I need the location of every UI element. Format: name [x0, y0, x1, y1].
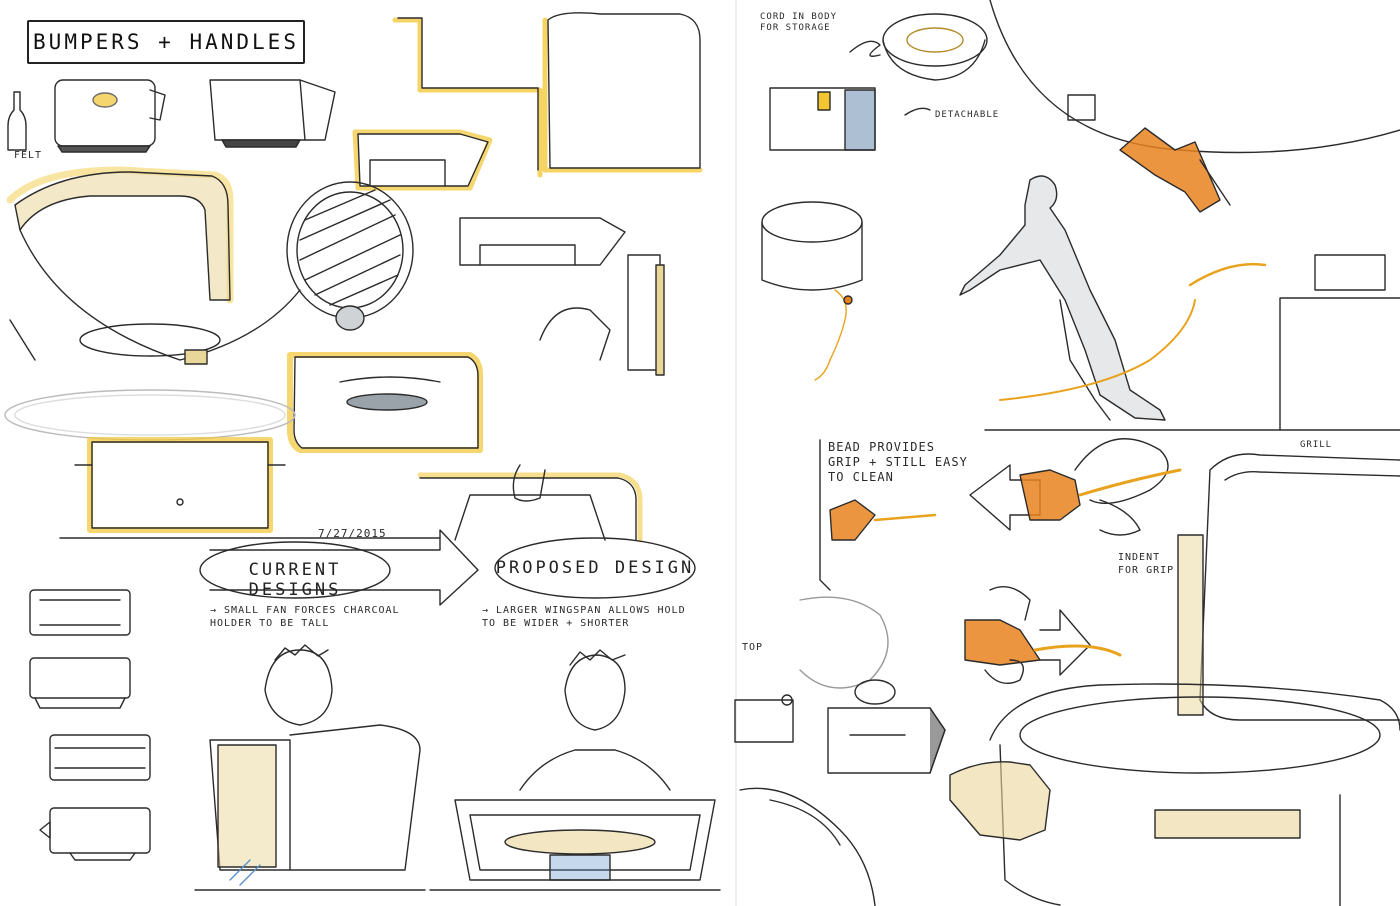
current-designs-label: CURRENT DESIGNS [248, 560, 342, 600]
plug-grip-detail-sketch [819, 438, 1182, 684]
bowl-cord-storage-sketch [849, 13, 988, 81]
grill-label: GRILL [1300, 440, 1333, 450]
frame-corner-sketch [392, 12, 703, 178]
person-behind-wide-grill-sketch [429, 649, 721, 891]
person-behind-tall-grill-sketch [194, 644, 426, 891]
handle-box-sketch [352, 129, 493, 191]
grill-handle-closeup-sketch [739, 787, 876, 906]
date-label: 7/27/2015 [318, 527, 387, 540]
cord-storage-label: CORD IN BODY FOR STORAGE [760, 12, 838, 34]
grill-angled-view-sketch [209, 79, 336, 148]
flat-tray-sketch [4, 389, 296, 441]
wall-outlet-sketch [989, 0, 1400, 213]
round-grill-top-view-sketch [286, 181, 414, 331]
grill-side-view-sketch [54, 79, 166, 153]
indent-grip-label: INDENT FOR GRIP [1118, 552, 1175, 576]
round-grill-perspective-sketch [949, 683, 1400, 906]
bead-grip-note: BEAD PROVIDES GRIP + STILL EASY TO CLEAN [828, 440, 968, 484]
title-box: BUMPERS + HANDLES [27, 20, 305, 64]
grill-corner-grip-sketch [1177, 453, 1400, 721]
side-column-sketch [627, 254, 665, 376]
cylinder-grill-sketch [761, 201, 863, 381]
proposed-design-label: PROPOSED DESIGN [495, 558, 695, 578]
current-design-note: → SMALL FAN FORCES CHARCOAL HOLDER TO BE… [210, 605, 400, 629]
felt-label: FELT [14, 150, 43, 161]
detachable-label: DETACHABLE [935, 110, 1000, 120]
top-label: TOP [742, 642, 764, 653]
comparison-arrow-sketch [199, 529, 696, 606]
hand-holding-handle-sketch [417, 307, 643, 543]
sheet-title: BUMPERS + HANDLES [33, 30, 299, 54]
wood-handle-perspective-sketch [6, 166, 301, 365]
drawer-grill-sketch [287, 352, 483, 453]
current-grill-front-sketch [59, 437, 441, 539]
person-tripping-on-cord-sketch [959, 175, 1400, 431]
grill-with-handle-sketch [459, 217, 626, 266]
bottle-sketch [7, 91, 27, 151]
proposed-design-note: → LARGER WINGSPAN ALLOWS HOLD TO BE WIDE… [482, 605, 686, 629]
grill-variants-sketch [29, 589, 151, 861]
grill-top-view-sketch [734, 596, 946, 774]
detachable-box-sketch [769, 87, 931, 151]
